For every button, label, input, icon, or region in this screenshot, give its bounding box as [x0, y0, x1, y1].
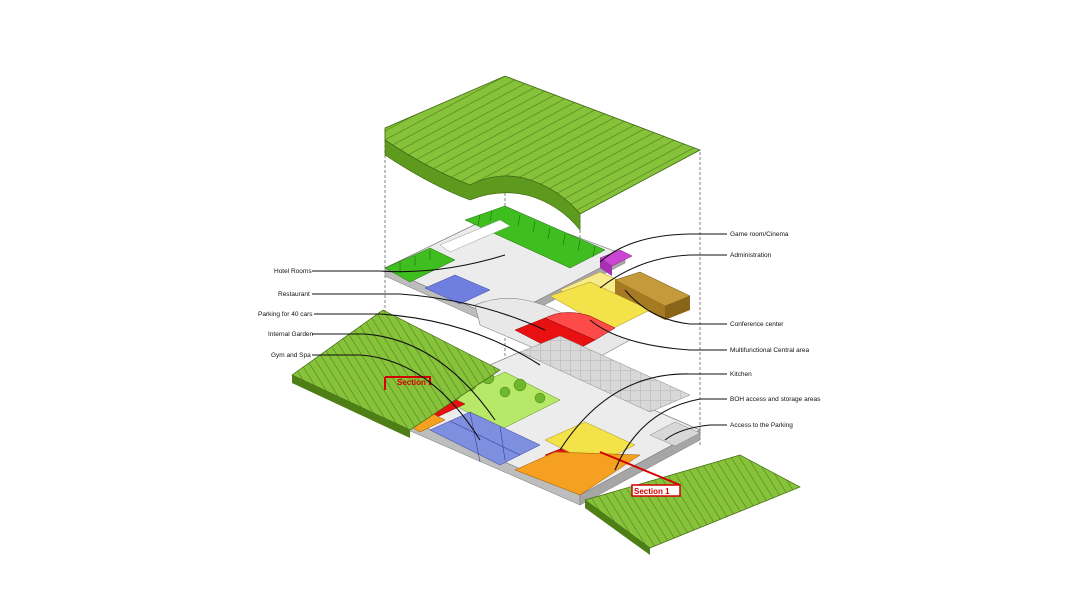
- section-marker-left: Section 1: [384, 376, 433, 390]
- label-central-area: Multifunctional Central area: [730, 347, 810, 354]
- label-conference: Conference center: [730, 321, 784, 328]
- parking-area: [519, 335, 691, 413]
- section-label-right: Section 1: [634, 487, 670, 496]
- label-parking: Parking for 40 cars: [258, 311, 313, 318]
- label-kitchen: Kitchen: [730, 371, 752, 378]
- label-gym-spa: Gym and Spa: [271, 352, 311, 359]
- green-roof: [384, 75, 701, 231]
- label-boh: BOH access and storage areas: [730, 396, 821, 403]
- left-green-slope: [291, 309, 501, 438]
- label-game-room: Game room/Cinema: [730, 231, 789, 238]
- label-internal-garden: Internal Garden: [268, 331, 314, 338]
- section-marker-right: Section 1: [599, 451, 681, 497]
- right-green-slope: [584, 454, 801, 555]
- label-administration: Administration: [730, 252, 772, 259]
- leader-lines-right: [559, 233, 727, 471]
- label-hotel-rooms: Hotel Rooms: [274, 268, 312, 275]
- leader-lines-left: [312, 254, 546, 441]
- hotel-rooms-block: [384, 247, 456, 283]
- labels-right: Game room/Cinema Administration Conferen…: [730, 231, 821, 429]
- gym-spa-block: [429, 411, 541, 466]
- label-access-parking: Access to the Parking: [730, 422, 793, 429]
- section-label-left: Section 1: [397, 378, 433, 387]
- upper-floor: [384, 205, 691, 331]
- label-restaurant: Restaurant: [278, 291, 310, 298]
- labels-left: Hotel Rooms Restaurant Parking for 40 ca…: [258, 268, 314, 359]
